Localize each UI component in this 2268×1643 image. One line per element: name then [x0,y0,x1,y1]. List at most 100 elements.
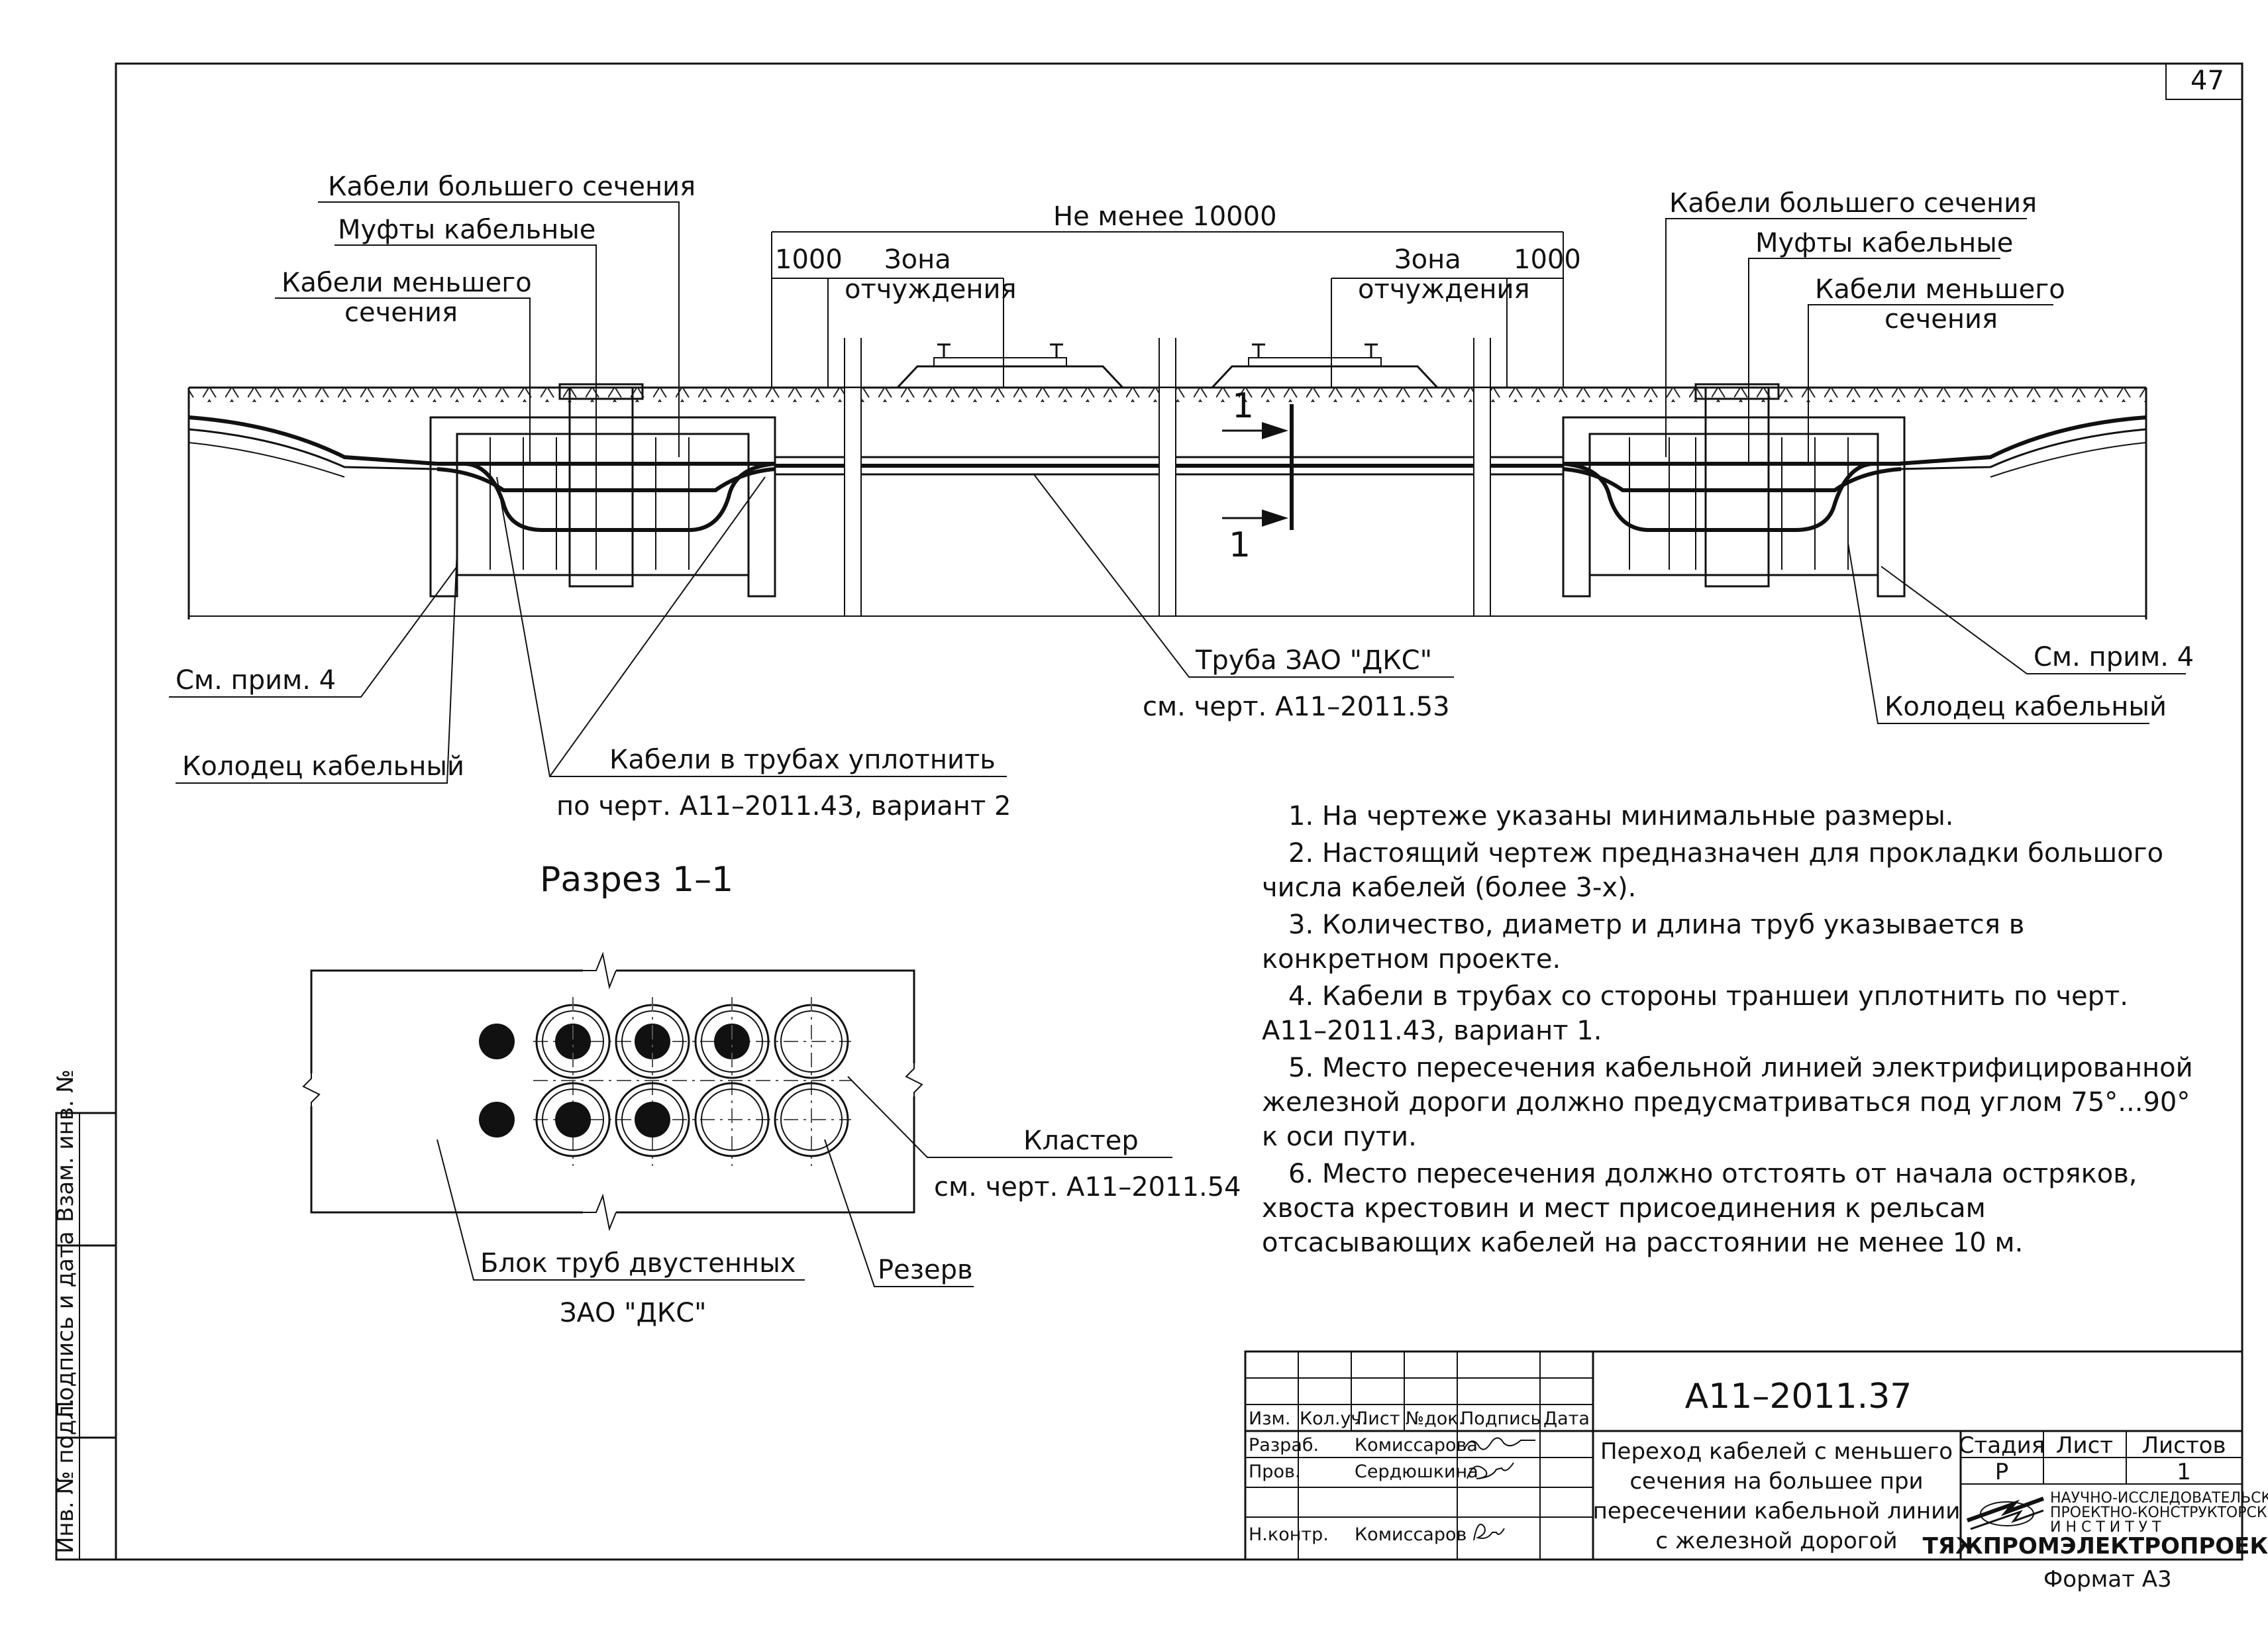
note-line: хвоста крестовин и мест присоединения к … [1262,1193,1986,1224]
note-line: А11–2011.43, вариант 1. [1262,1016,1602,1046]
signer-role: Н.контр. [1249,1524,1329,1545]
note-line: отсасывающих кабелей на расстоянии не ме… [1262,1228,2023,1258]
signer-name: Комиссаров [1355,1524,1467,1545]
label-small-cables-2: сечения [1884,304,1998,335]
document-title-line: пересечении кабельной линии [1593,1498,1961,1524]
side-stamp-frame [55,1112,117,1561]
sheets-value: 1 [2177,1459,2191,1485]
cable-core [714,1024,750,1059]
callout-see-note-4: См. прим. 4 [2034,642,2194,672]
zone-label: Зона [884,244,951,275]
pipe-block [533,997,851,1166]
zone-label: отчуждения [1358,274,1530,305]
double-wall-pipe [615,1082,690,1157]
double-wall-pipe [774,1082,849,1157]
title-block-header: Изм. [1249,1408,1291,1429]
stage-header: Стадия [1959,1432,2045,1459]
label-small-cables-2: сечения [344,297,458,328]
org-line: И Н С Т И Т У Т [2050,1519,2161,1536]
note-line: 5. Место пересечения кабельной линией эл… [1288,1053,2193,1083]
cable-core [635,1102,670,1138]
double-wall-pipe [694,1082,770,1157]
side-stamp-label: Инв. № подл. [52,1398,79,1554]
callout-seal-cables-ref: по черт. А11–2011.43, вариант 2 [556,791,1011,822]
side-stamp-label: Подпись и дата [52,1231,79,1418]
drawing-frame [115,62,2243,1561]
note-line: конкретном проекте. [1262,944,1561,975]
title-block: Изм. Кол.уч. Лист №док. Подпись Дата Раз… [1244,1350,2268,1561]
note-line: к оси пути. [1262,1122,1417,1152]
title-block-header: Дата [1543,1408,1590,1429]
cable-well-right [1562,383,1906,598]
cable-core [555,1024,591,1059]
signature-images [1463,1437,1535,1541]
callout-seal-cables: Кабели в трубах уплотнить [609,745,996,775]
label-small-cables: Кабели меньшего [1815,274,2065,305]
note-line: 6. Место пересечения должно отстоять от … [1288,1159,2138,1189]
section-mark-1-1: 1 1 [1222,386,1294,565]
section-1-1-view [302,951,923,1232]
sheet-header: Лист [2056,1432,2113,1459]
section-number: 1 [1229,525,1251,565]
sheet-format: Формат А3 [2043,1566,2172,1593]
callout-pipe-block: Блок труб двустенных [480,1248,796,1279]
sheets-header: Листов [2141,1432,2226,1459]
label-large-cables: Кабели большего сечения [328,172,696,202]
dimensions [771,231,1564,388]
cable-core [635,1024,670,1059]
stage-value: Р [1995,1459,2009,1485]
double-wall-pipe [535,1082,611,1157]
title-block-header: Лист [1355,1408,1400,1429]
dimension-left: 1000 [775,244,843,275]
organization-logo [1966,1497,2045,1530]
zone-label: отчуждения [845,274,1017,305]
org-line: ПРОЕКТНО-КОНСТРУКТОРСКИЙ [2050,1504,2268,1521]
zone-label: Зона [1394,244,1461,275]
title-block-header: Подпись [1461,1408,1541,1429]
dimension-right: 1000 [1514,244,1581,275]
label-large-cables: Кабели большего сечения [1669,188,2037,219]
signer-role: Разраб. [1249,1435,1319,1456]
callout-see-note-4: См. прим. 4 [176,665,336,696]
signer-name: Комиссарова [1355,1435,1478,1456]
break-lines [844,338,1491,616]
note-line: 1. На чертеже указаны минимальные размер… [1288,801,1954,831]
document-title-line: с железной дорогой [1655,1528,1897,1554]
callout-cable-well: Колодец кабельный [182,751,464,782]
cable-well-left [429,383,776,598]
callout-pipe-ref: см. черт. А11–2011.53 [1143,692,1450,722]
note-line: 3. Количество, диаметр и длина труб указ… [1288,910,2024,940]
document-code: А11–2011.37 [1685,1377,1912,1416]
title-block-header: Кол.уч. [1300,1408,1367,1429]
org-name: ТЯЖПРОМЭЛЕКТРОПРОЕКТ [1923,1533,2268,1560]
railway-track-2 [1211,343,1439,389]
cable-trench-right [1897,415,2147,466]
org-line: НАУЧНО-ИССЛЕДОВАТЕЛЬСКИЙ [2050,1489,2268,1507]
cable-crossing-profile: 1 1 Не менее 10000 1000 1000 Зона отчужд… [169,172,2194,822]
dimension-total: Не менее 10000 [1053,201,1277,232]
page-number: 47 [2191,66,2224,96]
label-couplings: Муфты кабельные [1755,228,2013,258]
callout-reserve: Резерв [878,1255,973,1285]
note-line: 4. Кабели в трубах со стороны траншеи уп… [1288,981,2128,1012]
cable-trench-left [188,415,438,466]
callout-pipe: Труба ЗАО "ДКС" [1195,645,1432,676]
section-title: Разрез 1–1 [540,860,733,900]
callout-pipe-block-vendor: ЗАО "ДКС" [560,1298,707,1328]
document-title-line: сечения на большее при [1629,1468,1923,1495]
side-stamp-label: Взам. инв. № [52,1069,79,1222]
note-line: числа кабелей (более 3-х). [1262,873,1636,903]
callout-cluster-ref: см. черт. А11–2011.54 [934,1172,1241,1202]
callout-cable-well: Колодец кабельный [1884,692,2167,722]
note-line: железной дороги должно предусматриваться… [1262,1087,2190,1118]
general-notes: 1. На чертеже указаны минимальные размер… [1262,801,2193,1258]
title-block-header: №док. [1406,1408,1464,1429]
signer-name: Сердюшкина [1355,1461,1478,1482]
cable-core [555,1102,591,1138]
callout-cluster: Кластер [1023,1126,1139,1156]
label-small-cables: Кабели меньшего [282,268,532,298]
note-line: 2. Настоящий чертеж предназначен для про… [1288,838,2163,869]
label-couplings: Муфты кабельные [338,215,595,245]
section-number: 1 [1232,386,1254,426]
